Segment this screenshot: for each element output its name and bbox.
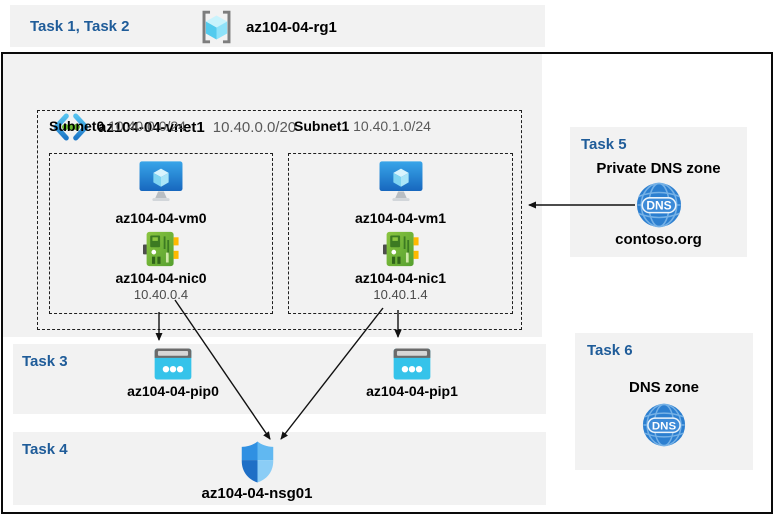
task4-label: Task 4 <box>22 441 68 458</box>
vm-icon <box>379 161 422 202</box>
task1-2-label: Task 1, Task 2 <box>30 18 130 35</box>
dns-globe-icon: DNS <box>642 403 686 447</box>
subnets-dashed-container: Subnet0 10.40.0.0/24 Subnet1 10.40.1.0/2… <box>37 110 522 330</box>
private-dns-zone-name: contoso.org <box>615 231 702 248</box>
pip0-label: az104-04-pip0 <box>127 383 219 399</box>
resource-group-name: az104-04-rg1 <box>246 18 337 36</box>
dns-icon-text: DNS <box>646 199 671 213</box>
resource-group-header: az104-04-rg1 <box>198 9 337 45</box>
vm-icon <box>139 161 183 202</box>
subnet0-label: Subnet0 10.40.0.0/24 <box>49 118 186 134</box>
pip0-group: az104-04-pip0 <box>89 348 257 399</box>
chevron-left <box>53 113 69 141</box>
task5-box: Task 5 Private DNS zone DNS contoso.org <box>570 127 747 257</box>
chevron-right <box>73 113 89 141</box>
subnet1-label: Subnet1 10.40.1.0/24 <box>294 118 431 134</box>
task3-band: Task 3 az104-04-pip0 az104-04-pip1 <box>13 344 546 414</box>
nic1-label: az104-04-nic1 <box>354 270 447 286</box>
pip1-label: az104-04-pip1 <box>366 383 458 399</box>
shield-icon <box>241 441 273 483</box>
subnet0-inner-box: az104-04-vm0 az104-04-nic0 10.40.0.4 <box>49 153 273 314</box>
subnet1-inner-box: az104-04-vm1 az104-04-nic1 10.40.1.4 <box>288 153 513 314</box>
vm0-label: az104-04-vm0 <box>115 210 207 226</box>
nic0-ip: 10.40.0.4 <box>133 287 189 302</box>
dns-globe-icon: DNS <box>636 182 681 228</box>
nsg-group: az104-04-nsg01 <box>177 441 337 502</box>
public-ip-icon <box>393 348 431 380</box>
vnet-cidr: 10.40.0.0/20 <box>212 118 297 136</box>
private-dns-zone-title: Private DNS zone <box>596 160 721 177</box>
nic-icon <box>143 231 179 267</box>
nsg-label: az104-04-nsg01 <box>201 485 313 502</box>
resource-group-icon <box>202 10 231 44</box>
public-ip-icon <box>154 348 192 380</box>
bracket-left <box>202 10 211 44</box>
vnet-icon <box>53 113 89 141</box>
vnet-name: az104-04-vnet1 <box>98 118 205 136</box>
dns-icon-text: DNS <box>652 420 677 432</box>
task3-label: Task 3 <box>22 353 68 370</box>
task6-label: Task 6 <box>587 342 633 359</box>
vm1-label: az104-04-vm1 <box>354 210 447 226</box>
bracket-right <box>222 10 231 44</box>
task4-band: Task 4 az104-04-nsg01 <box>13 432 546 505</box>
nic1-ip: 10.40.1.4 <box>373 287 428 302</box>
task1-2-band: Task 1, Task 2 az104-04-rg1 <box>10 5 545 47</box>
task6-box: Task 6 DNS zone DNS <box>575 333 753 470</box>
vnet-header: az104-04-vnet1 10.40.0.0/20 <box>52 112 296 142</box>
nic-icon <box>382 231 419 267</box>
task5-label: Task 5 <box>581 136 627 153</box>
dns-zone-title: DNS zone <box>628 379 699 396</box>
nic0-label: az104-04-nic0 <box>115 270 207 286</box>
pip1-group: az104-04-pip1 <box>328 348 496 399</box>
